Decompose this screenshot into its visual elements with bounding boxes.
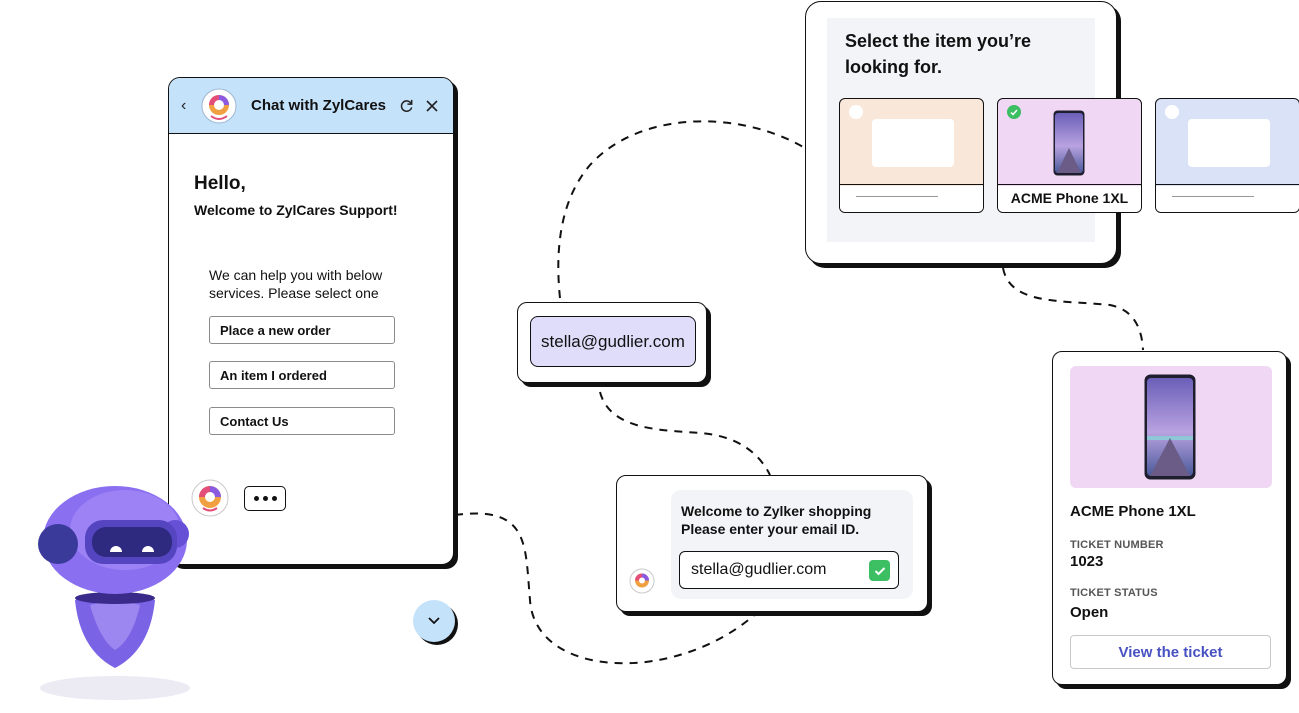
zylker-message-line2: Please enter your email ID. [681,521,860,537]
item-label-placeholder [856,196,938,197]
item-label-placeholder [1172,196,1254,197]
robot-mascot-icon [38,486,190,700]
ticket-number-label: TICKET NUMBER [1070,539,1164,551]
item-placeholder [872,119,954,167]
radio-icon[interactable] [849,105,863,119]
item-card-image-area [1156,99,1299,185]
zylcares-avatar-icon [201,88,237,123]
greeting-text: Hello, [194,173,246,194]
scroll-down-button[interactable] [413,600,455,642]
chevron-down-icon [428,617,440,625]
phone-image-icon [1053,110,1085,176]
ticket-status-label: TICKET STATUS [1070,587,1158,599]
email-input-value: stella@gudlier.com [691,561,827,578]
item-select-card: Select the item you’re looking for. ACME… [805,1,1299,264]
item-placeholder [1188,119,1270,167]
ticket-status: Open [1070,604,1109,621]
ticket-product-image [1070,366,1272,488]
ticket-number: 1023 [1070,553,1104,570]
radio-icon[interactable] [1165,105,1179,119]
email-chip[interactable]: stella@gudlier.com [530,316,696,367]
ticket-card: ACME Phone 1XL TICKET NUMBER 1023 TICKET… [1052,351,1287,685]
item-card-image-area [998,99,1141,185]
item-select-title: Select the item you’re looking for. [845,31,1032,77]
item-card-label: ACME Phone 1XL [1010,190,1129,206]
zylker-message-bubble: Welcome to Zylker shopping Please enter … [671,490,913,599]
bot-avatar-icon [191,479,229,517]
option-item-ordered-button[interactable]: An item I ordered [209,361,395,389]
chat-window: ‹ Chat with ZylCares Hello, Welcome to Z… [168,77,454,565]
typing-indicator [244,486,286,511]
zylker-message-line1: Welcome to Zylker shopping [681,503,872,519]
item-card-2[interactable]: ACME Phone 1XL [997,98,1142,213]
item-card-3[interactable] [1155,98,1299,213]
item-card-1[interactable] [839,98,984,213]
option-place-new-order-button[interactable]: Place a new order [209,316,395,344]
email-input[interactable]: stella@gudlier.com [679,551,899,589]
chat-title: Chat with ZylCares [251,97,387,114]
email-chip-card: stella@gudlier.com [517,302,707,383]
option-contact-us-button[interactable]: Contact Us [209,407,395,435]
ticket-product-name: ACME Phone 1XL [1070,503,1196,520]
check-icon[interactable] [869,560,890,581]
item-card-image-area [840,99,983,185]
radio-checked-icon[interactable] [1007,105,1021,119]
view-ticket-button[interactable]: View the ticket [1070,635,1271,669]
chevron-left-icon[interactable]: ‹ [181,96,187,114]
close-icon[interactable] [421,95,443,117]
bot-avatar-icon [629,568,655,594]
zylker-email-card: Welcome to Zylker shopping Please enter … [616,475,928,612]
welcome-text: Welcome to ZylCares Support! [194,202,398,218]
chat-header: ‹ Chat with ZylCares [169,78,453,134]
refresh-icon[interactable] [395,95,417,117]
phone-image-icon [1144,374,1196,480]
help-text: We can help you with below services. Ple… [209,267,383,301]
